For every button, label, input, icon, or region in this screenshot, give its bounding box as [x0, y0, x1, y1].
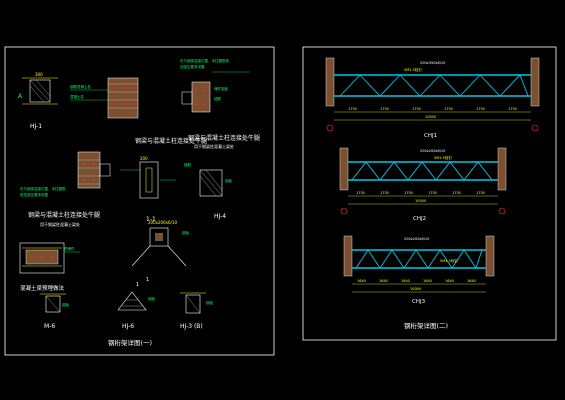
chj2-bay-5: 1750 — [476, 191, 485, 195]
chj1-bay-1: 1750 — [380, 107, 389, 111]
chj2-bay-0: 1750 — [356, 191, 365, 195]
detail-connection-b: 在与钢梁连接位置，本柱箍筋按 加密区要求设置 埋件钢板 锚筋 — [180, 58, 250, 113]
label-embed-support: 混凝土梁预埋做法 — [20, 284, 65, 292]
chj3-total: 10000 — [410, 287, 421, 291]
chj3-chord-note: 5M1.5栓钉 — [440, 258, 458, 263]
note-connection-c: 用于钢梁柱混凝土梁处 — [40, 221, 80, 227]
svg-text:锚筋: 锚筋 — [214, 96, 221, 101]
detail-hj3: 钢板 — [180, 292, 213, 314]
detail-connection-c: 在与钢梁连接位置，本柱箍筋 按加密区要求设置 — [20, 151, 111, 197]
svg-text:锚筋: 锚筋 — [184, 162, 191, 167]
chj1-top-note: 200x350x6/10 — [420, 61, 445, 65]
title-connection-b: 钢梁与混凝土柱连接处牛腿 — [188, 134, 260, 142]
chj3-bay-1: 1640 — [379, 279, 388, 283]
detail-section-11: 200 — [120, 156, 176, 199]
detail-plate-center: 200x200x6/10 钢板 — [131, 220, 189, 267]
chj3-name: CHJ3 — [412, 299, 426, 305]
label-hj6: HJ-6 — [122, 323, 134, 330]
chj3-bay-3: 1640 — [423, 279, 432, 283]
detail-hj4: 锚筋 钢板 — [184, 162, 232, 197]
chj2-bay-2: 1750 — [404, 191, 413, 195]
detail-embed-support: 预埋件 — [19, 242, 80, 274]
svg-text:钢板: 钢板 — [182, 230, 189, 235]
chj1-bay-5: 1750 — [508, 107, 517, 111]
label-m6: M-6 — [44, 323, 55, 330]
chj2-bay-1: 1750 — [380, 191, 389, 195]
svg-text:钢筋混凝土柱: 钢筋混凝土柱 — [70, 84, 91, 89]
chj1-bay-4: 1750 — [476, 107, 485, 111]
chj2-bay-4: 1750 — [452, 191, 461, 195]
svg-text:埋件钢板: 埋件钢板 — [214, 86, 228, 91]
svg-text:加密区要求设置: 加密区要求设置 — [180, 64, 205, 69]
svg-text:A: A — [18, 93, 23, 100]
label-hj1: HJ-1 — [30, 123, 42, 130]
chj1-total: 10500 — [425, 115, 436, 119]
chj1-bay-0: 1750 — [348, 107, 357, 111]
sheet-right-frame — [302, 46, 557, 341]
chj1-bay-2: 1750 — [412, 107, 421, 111]
detail-m6: 钢板 — [40, 293, 69, 313]
chj2-bay-3: 1750 — [428, 191, 437, 195]
sheet-right: 200x350x6/10 5M1.5栓钉 1750 1750 1750 1750… — [302, 46, 557, 341]
svg-text:200x200x6/10: 200x200x6/10 — [148, 220, 177, 225]
truss-chj1: 200x350x6/10 5M1.5栓钉 1750 1750 1750 1750… — [325, 57, 540, 139]
chj3-top-note: 200x200x6/10 — [404, 237, 429, 241]
svg-text:钢板: 钢板 — [148, 296, 155, 301]
detail-hj6: 钢板 — [117, 291, 155, 311]
chj3-bay-5: 1640 — [467, 279, 476, 283]
label-section-11: 1-1 — [146, 216, 156, 223]
truss-chj3: 200x200x6/10 5M1.5栓钉 1640 1640 1640 1640… — [343, 235, 495, 305]
chj2-name: CHJ2 — [413, 216, 426, 222]
truss-chj2: 200x200x6/10 5M1.5栓钉 1750 1750 1750 1750… — [339, 147, 507, 222]
svg-text:预埋件: 预埋件 — [64, 246, 75, 251]
title-connection-a: 钢梁与混凝土柱连接处牛腿 — [135, 137, 207, 145]
sheet-left-title: 钢桁架详图(一) — [108, 338, 152, 347]
svg-text:按加密区要求设置: 按加密区要求设置 — [20, 192, 48, 197]
chj2-total: 10500 — [415, 199, 426, 203]
chj3-bay-4: 1640 — [445, 279, 454, 283]
label-hj4: HJ-4 — [214, 213, 226, 220]
chj2-top-note: 200x200x6/10 — [420, 149, 445, 153]
detail-connection-a: 钢筋混凝土柱 混凝土柱 — [70, 77, 139, 119]
chj3-bay-2: 1640 — [401, 279, 410, 283]
label-hj3: HJ-3 (B) — [180, 323, 203, 330]
svg-text:钢板: 钢板 — [206, 300, 213, 305]
svg-text:在与钢梁连接位置，本柱箍筋: 在与钢梁连接位置，本柱箍筋 — [20, 186, 66, 191]
svg-text:300: 300 — [35, 72, 43, 77]
chj1-chord-note: 5M1.5栓钉 — [404, 67, 422, 72]
chj1-name: CHJ1 — [424, 133, 437, 139]
svg-text:200: 200 — [140, 156, 148, 161]
svg-text:钢板: 钢板 — [225, 178, 232, 183]
svg-text:钢板: 钢板 — [62, 302, 69, 307]
chj1-bay-3: 1750 — [444, 107, 453, 111]
chj2-chord-note: 5M1.5栓钉 — [434, 155, 452, 160]
title-connection-c: 钢梁与混凝土柱连接处牛腿 — [28, 211, 100, 219]
sheet-right-title: 钢桁架详图(二) — [404, 321, 448, 330]
chj3-bay-0: 1640 — [357, 279, 366, 283]
svg-text:在与钢梁连接位置，本柱箍筋按: 在与钢梁连接位置，本柱箍筋按 — [180, 58, 229, 63]
label-num-1a: 1 — [146, 277, 149, 283]
sheet-left: 300 A HJ-1 钢筋混凝土柱 混凝土柱 — [4, 46, 275, 356]
detail-hj1: 300 A HJ-1 — [18, 72, 58, 130]
note-connection-b: 用于钢梁柱混凝土梁处 — [194, 143, 234, 149]
label-num-1b: 1 — [136, 282, 139, 288]
sheet-left-frame — [4, 46, 275, 356]
svg-text:混凝土柱: 混凝土柱 — [70, 94, 84, 99]
